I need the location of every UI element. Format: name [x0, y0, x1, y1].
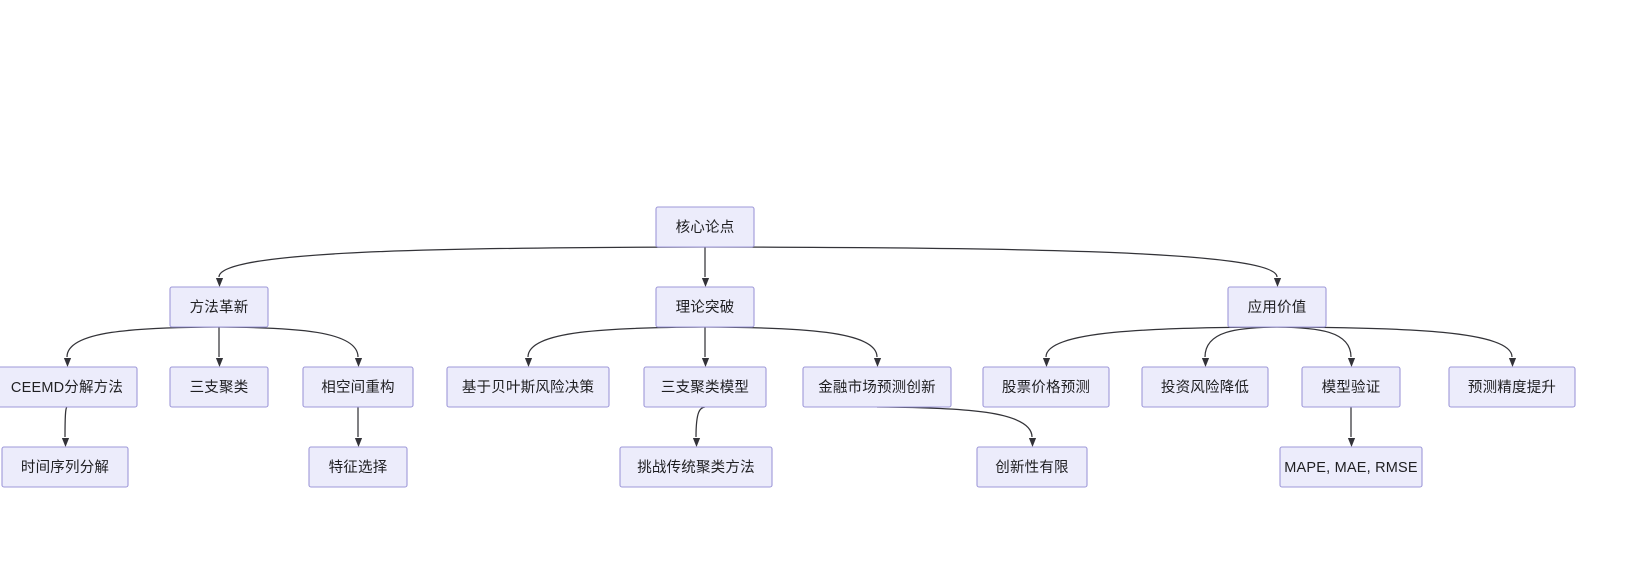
edge-root-to-l2c	[704, 246, 1278, 278]
node-l3g[interactable]: 股票价格预测	[982, 366, 1110, 408]
node-label: 基于贝叶斯风险决策	[462, 379, 595, 396]
node-label: 相空间重构	[321, 379, 395, 396]
edge-l2b-to-l3d	[527, 326, 706, 358]
node-box[interactable]	[169, 286, 269, 328]
node-label: 预测精度提升	[1468, 379, 1556, 396]
node-l3j[interactable]: 预测精度提升	[1448, 366, 1576, 408]
node-l2c[interactable]: 应用价值	[1227, 286, 1327, 328]
edge-l2a-to-l3a	[66, 326, 220, 358]
node-box[interactable]	[655, 286, 755, 328]
edge-l2c-to-l3h	[1204, 326, 1278, 358]
node-box[interactable]	[655, 206, 755, 248]
edge-arrowhead	[215, 278, 224, 287]
edge-l3e-to-l4c	[695, 406, 706, 438]
node-box[interactable]	[169, 366, 269, 408]
node-label: 投资风险降低	[1161, 379, 1249, 396]
edge-arrowhead	[1347, 438, 1356, 447]
edge-l2c-to-l3j	[1276, 326, 1513, 358]
node-box[interactable]	[302, 366, 414, 408]
node-label: 特征选择	[329, 459, 388, 476]
node-box[interactable]	[1448, 366, 1576, 408]
node-label: 三支聚类模型	[661, 379, 749, 396]
node-l3a[interactable]: CEEMD分解方法	[0, 366, 138, 408]
node-label: MAPE, MAE, RMSE	[1284, 460, 1418, 476]
node-label: 核心论点	[676, 219, 735, 236]
node-l3d[interactable]: 基于贝叶斯风险决策	[446, 366, 610, 408]
edge-arrowhead	[354, 358, 363, 367]
node-box[interactable]	[976, 446, 1088, 488]
node-box[interactable]	[308, 446, 408, 488]
node-l2a[interactable]: 方法革新	[169, 286, 269, 328]
edge-arrowhead	[61, 438, 70, 447]
node-box[interactable]	[446, 366, 610, 408]
node-label: 理论突破	[676, 299, 735, 316]
node-label: 模型验证	[1322, 379, 1381, 396]
node-l3i[interactable]: 模型验证	[1301, 366, 1401, 408]
node-box[interactable]	[1301, 366, 1401, 408]
node-label: 应用价值	[1248, 298, 1307, 316]
node-root[interactable]: 核心论点	[655, 206, 755, 248]
node-l3f[interactable]: 金融市场预测创新	[802, 366, 952, 408]
node-box[interactable]	[802, 366, 952, 408]
edge-arrowhead	[1347, 358, 1356, 367]
node-l4d[interactable]: 创新性有限	[976, 446, 1088, 488]
node-box[interactable]	[1, 446, 129, 488]
node-label: CEEMD分解方法	[11, 379, 123, 396]
node-label: 金融市场预测创新	[818, 379, 936, 396]
node-label: 股票价格预测	[1002, 379, 1090, 396]
node-l4b[interactable]: 特征选择	[308, 446, 408, 488]
node-label: 方法革新	[190, 299, 249, 316]
edge-arrowhead	[1042, 358, 1051, 367]
node-l4a[interactable]: 时间序列分解	[1, 446, 129, 488]
node-box[interactable]	[0, 366, 138, 408]
edge-root-to-l2a	[218, 246, 706, 278]
edge-arrowhead	[873, 358, 882, 367]
node-box[interactable]	[619, 446, 773, 488]
node-label: 三支聚类	[190, 379, 249, 396]
edge-l2c-to-l3g	[1045, 326, 1278, 358]
node-l3h[interactable]: 投资风险降低	[1141, 366, 1269, 408]
node-box[interactable]	[643, 366, 767, 408]
edge-l2a-to-l3c	[218, 326, 359, 358]
node-label: 挑战传统聚类方法	[637, 459, 755, 476]
node-box[interactable]	[1227, 286, 1327, 328]
edge-arrowhead	[701, 278, 710, 287]
edge-arrowhead	[63, 358, 72, 367]
edge-l3a-to-l4a	[64, 406, 68, 438]
node-box[interactable]	[1279, 446, 1423, 488]
edge-l2b-to-l3f	[704, 326, 878, 358]
edge-arrowhead	[692, 438, 701, 447]
edge-arrowhead	[215, 358, 224, 367]
node-box[interactable]	[982, 366, 1110, 408]
edge-arrowhead	[1508, 358, 1517, 367]
edge-l3f-to-l4d	[876, 406, 1033, 438]
node-l4c[interactable]: 挑战传统聚类方法	[619, 446, 773, 488]
edge-arrowhead	[354, 438, 363, 447]
edge-arrowhead	[524, 358, 533, 367]
node-l3c[interactable]: 相空间重构	[302, 366, 414, 408]
edge-arrowhead	[1201, 358, 1210, 367]
node-l3e[interactable]: 三支聚类模型	[643, 366, 767, 408]
edge-arrowhead	[701, 358, 710, 367]
edges-layer	[61, 246, 1517, 447]
node-label: 时间序列分解	[21, 459, 109, 476]
node-l4e[interactable]: MAPE, MAE, RMSE	[1279, 446, 1423, 488]
node-box[interactable]	[1141, 366, 1269, 408]
node-label: 创新性有限	[995, 459, 1069, 476]
edge-arrowhead	[1028, 438, 1037, 447]
edge-l2c-to-l3i	[1276, 326, 1352, 358]
node-l2b[interactable]: 理论突破	[655, 286, 755, 328]
node-l3b[interactable]: 三支聚类	[169, 366, 269, 408]
edge-arrowhead	[1273, 278, 1282, 287]
